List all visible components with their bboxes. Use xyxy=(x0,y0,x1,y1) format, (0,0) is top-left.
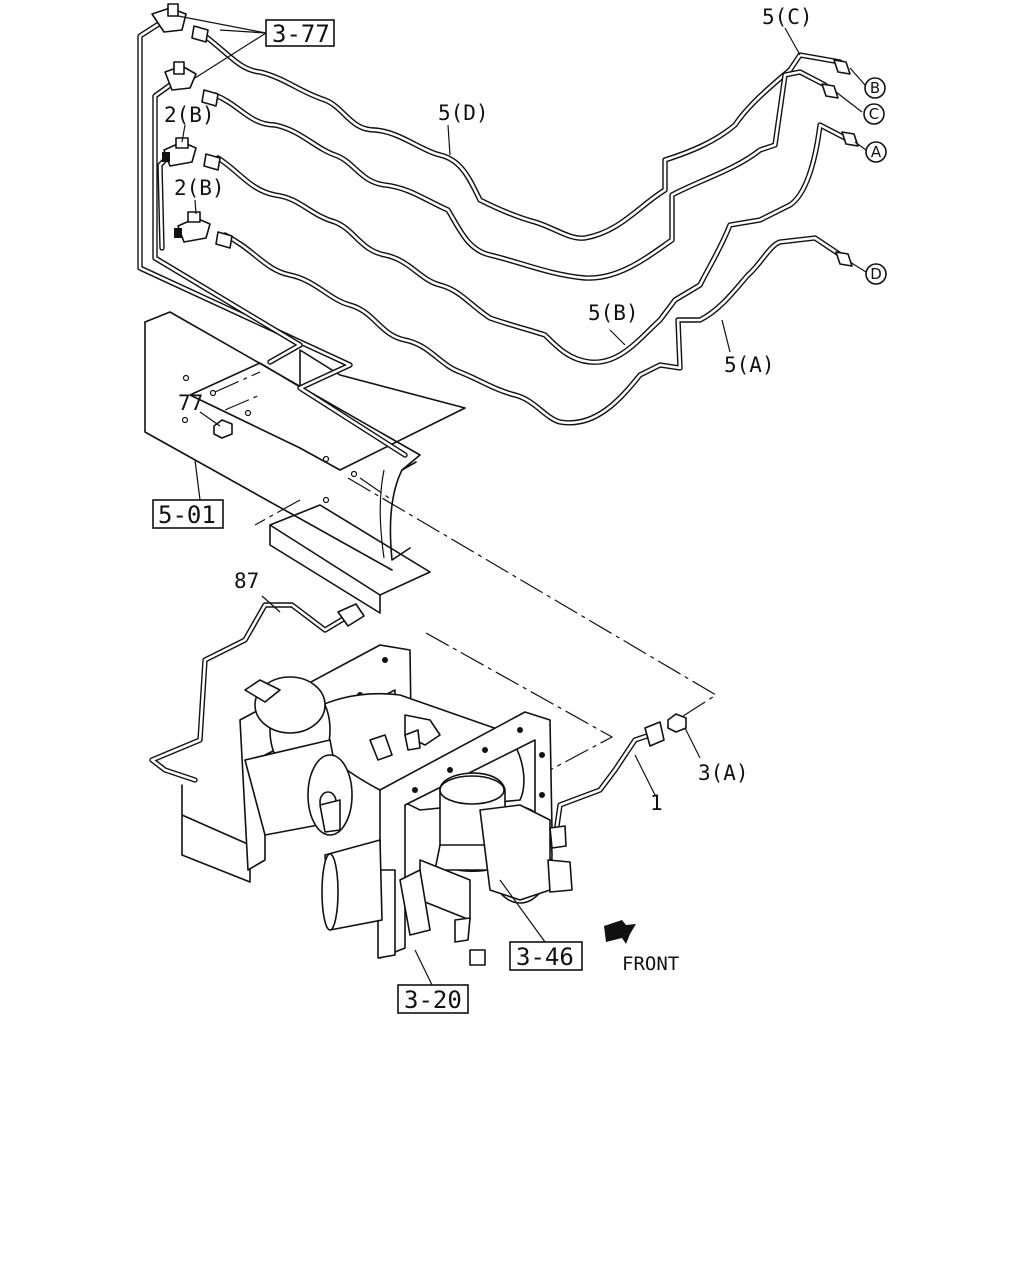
label-2b-lower: 2(B) xyxy=(174,176,225,200)
fitting-2b-upper xyxy=(162,137,221,171)
label-77: 77 xyxy=(178,391,203,415)
pipe-5a xyxy=(222,232,848,426)
mounting-plates xyxy=(189,349,466,614)
connector-a: A xyxy=(865,141,887,163)
label-87: 87 xyxy=(234,569,259,593)
label-5b: 5(B) xyxy=(588,301,639,325)
svg-text:A: A xyxy=(871,143,882,161)
ref-box-5-01 xyxy=(152,499,224,529)
svg-text:D: D xyxy=(870,265,882,283)
pipe-5d xyxy=(202,33,843,241)
ref-label-3-20: 3-20 xyxy=(404,986,462,1014)
pipe-group xyxy=(137,17,848,458)
front-label: FRONT xyxy=(622,953,679,975)
connector-d: D xyxy=(865,263,887,285)
ref-label-3-77: 3-77 xyxy=(272,20,330,48)
end-nut-d xyxy=(835,251,853,267)
ref-box-3-20 xyxy=(397,984,469,1014)
label-5a: 5(A) xyxy=(724,353,775,377)
front-arrow xyxy=(604,920,636,944)
connector-b: B xyxy=(864,77,886,99)
pipe-5b xyxy=(215,122,848,365)
pipe-87 xyxy=(149,602,365,783)
svg-text:B: B xyxy=(870,79,880,97)
pipe-5c xyxy=(212,69,828,281)
tee-fitting-second xyxy=(164,61,219,107)
end-nut-c xyxy=(821,83,839,99)
label-5d: 5(D) xyxy=(438,101,489,125)
pipe-outer-loop xyxy=(137,17,408,458)
svg-text:C: C xyxy=(869,105,879,123)
nut-77 xyxy=(213,419,233,439)
end-nut-b xyxy=(833,59,851,75)
tee-fitting-top xyxy=(151,3,209,43)
ref-box-3-46 xyxy=(509,941,583,971)
ref-label-3-46: 3-46 xyxy=(516,943,574,971)
end-nut-a xyxy=(841,131,859,147)
nut-3a xyxy=(667,713,687,733)
label-1: 1 xyxy=(650,791,663,815)
connector-c: C xyxy=(863,103,885,125)
lower-assembly xyxy=(149,602,687,966)
upper-fittings xyxy=(151,3,859,439)
fitting-2b-lower xyxy=(174,211,233,249)
ref-label-5-01: 5-01 xyxy=(158,501,216,529)
guide-lines xyxy=(214,371,718,771)
label-2b-upper: 2(B) xyxy=(164,103,215,127)
label-3a: 3(A) xyxy=(698,761,749,785)
label-5c: 5(C) xyxy=(762,5,813,29)
pipe-1 xyxy=(549,721,665,849)
